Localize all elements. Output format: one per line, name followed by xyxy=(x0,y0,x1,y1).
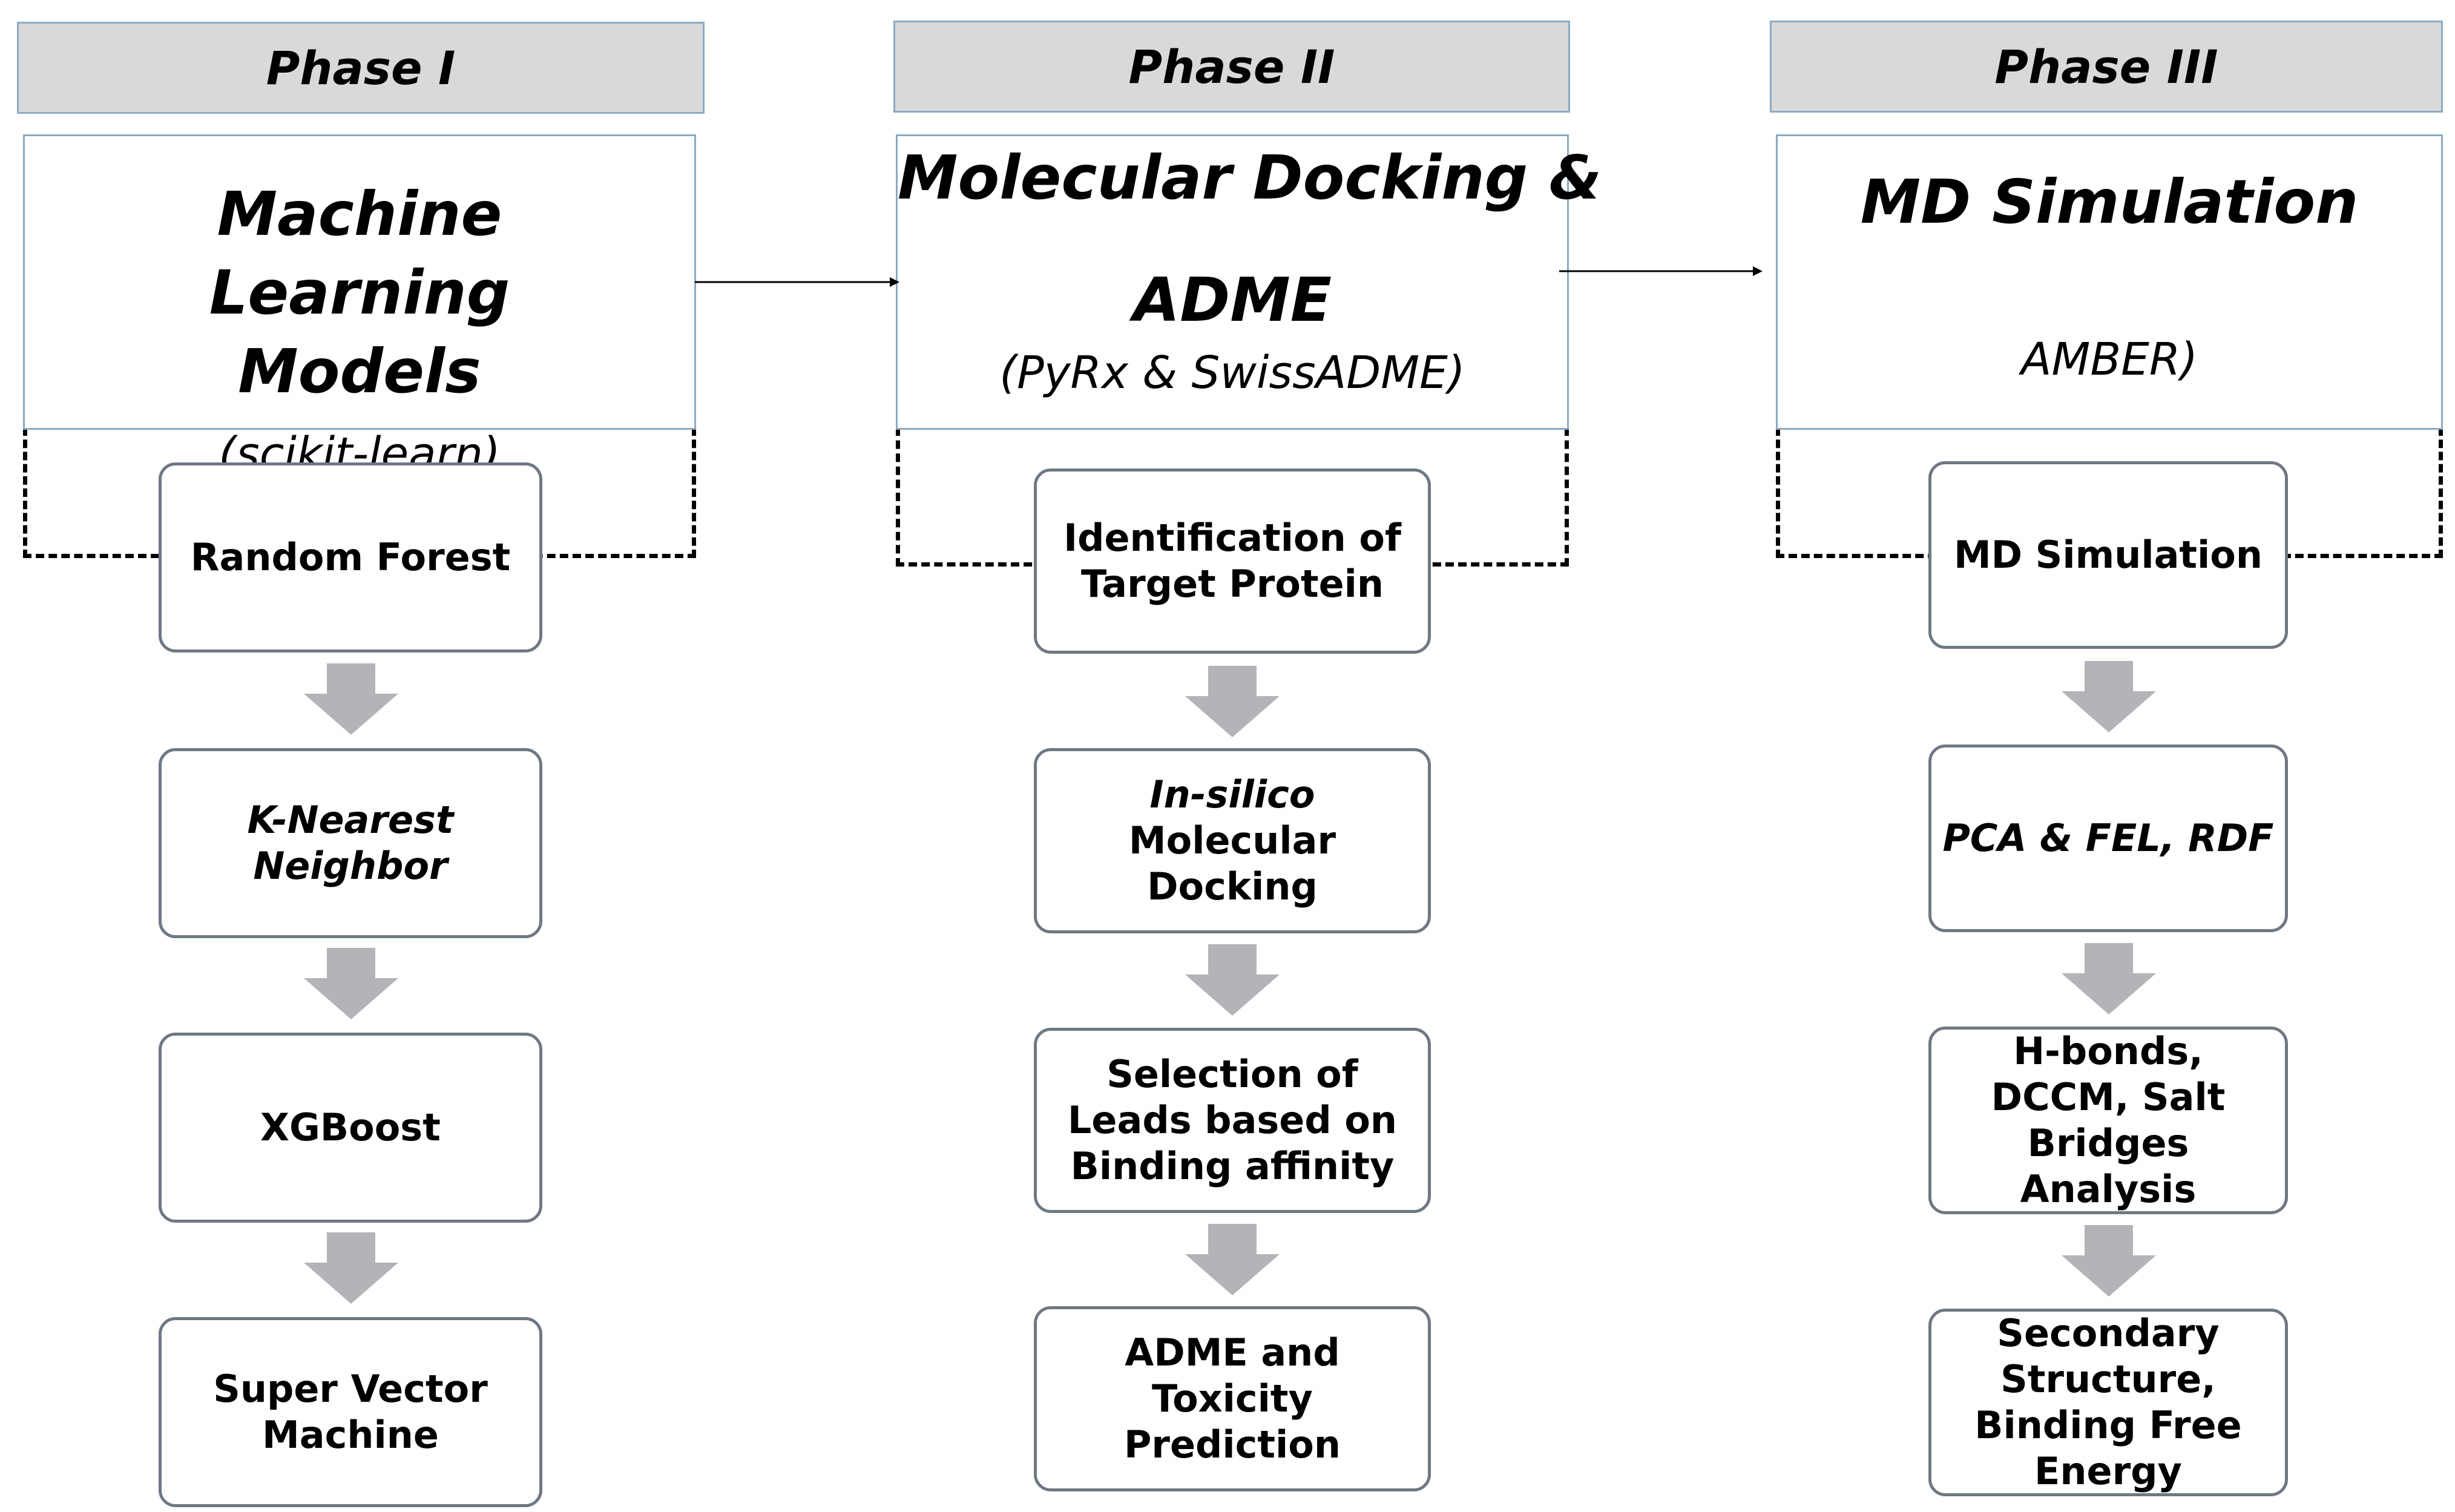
step-md-simulation: MD Simulation xyxy=(1928,461,2288,649)
down-arrow-icon xyxy=(304,1232,398,1304)
phase-1-header: Phase I xyxy=(17,22,705,114)
step-label: Molecular Docking xyxy=(1128,818,1336,909)
step-label: K-Nearest Neighbor xyxy=(247,798,454,888)
phase-3-header: Phase III xyxy=(1770,21,2443,113)
step-pca-fel-rdf: PCA & FEL, RDF xyxy=(1928,744,2288,932)
step-label: XGBoost xyxy=(260,1105,441,1149)
step-label-italic: In-silico xyxy=(1149,772,1315,817)
down-arrow-icon xyxy=(304,663,398,735)
step-selection-of-leads: Selection of Leads based on Binding affi… xyxy=(1034,1028,1431,1213)
step-k-nearest-neighbor: K-Nearest Neighbor xyxy=(159,748,542,938)
down-arrow-icon xyxy=(2062,661,2156,732)
right-arrow-icon xyxy=(1559,266,1763,276)
phase-2-subtitle: (PyRx & SwissADME) xyxy=(999,347,1465,399)
step-label: Selection of Leads based on Binding affi… xyxy=(1067,1052,1398,1188)
step-label: Random Forest xyxy=(190,535,511,579)
step-label: ADME and Toxicity Prediction xyxy=(1123,1330,1341,1467)
step-random-forest: Random Forest xyxy=(159,462,542,652)
down-arrow-icon xyxy=(304,948,398,1019)
step-hbonds-dccm-salt-bridges: H-bonds, DCCM, Salt Bridges Analysis xyxy=(1928,1027,2288,1214)
phase-3-title: MD Simulation xyxy=(1860,166,2359,237)
down-arrow-icon xyxy=(1185,666,1280,737)
step-adme-toxicity-prediction: ADME and Toxicity Prediction xyxy=(1034,1306,1431,1491)
down-arrow-icon xyxy=(2062,1225,2156,1297)
phase-1-header-label: Phase I xyxy=(266,41,456,95)
down-arrow-icon xyxy=(2062,943,2156,1014)
phase-2-title-line2: ADME xyxy=(1132,265,1332,335)
down-arrow-icon xyxy=(1185,944,1280,1016)
phase-2-title-box: Molecular Docking & ADME (PyRx & SwissAD… xyxy=(896,134,1602,430)
step-identification-of-target-protein: Identification of Target Protein xyxy=(1034,468,1431,654)
step-secondary-structure-binding-free-energy: Secondary Structure, Binding Free Energy xyxy=(1928,1309,2288,1496)
phase-2-header-label: Phase II xyxy=(1128,39,1335,94)
step-super-vector-machine: Super Vector Machine xyxy=(159,1317,542,1507)
phase-2-header: Phase II xyxy=(893,21,1570,113)
step-label: Super Vector Machine xyxy=(213,1367,488,1457)
phase-1-title: Machine Learning Models xyxy=(209,179,510,407)
phase-2-title-line1: Molecular Docking & xyxy=(898,142,1602,213)
phase-3-title-box: MD Simulation AMBER) xyxy=(1776,134,2443,430)
phase-3-header-label: Phase III xyxy=(1994,39,2218,94)
step-in-silico-molecular-docking: In-silico Molecular Docking xyxy=(1034,748,1431,933)
right-arrow-icon xyxy=(695,277,899,287)
down-arrow-icon xyxy=(1185,1224,1280,1295)
step-label: Identification of Target Protein xyxy=(1063,516,1401,606)
step-label: Secondary Structure, Binding Free Energy xyxy=(1974,1311,2242,1493)
step-xgboost: XGBoost xyxy=(159,1033,542,1223)
phase-1-title-box: Machine Learning Models (scikit-learn) xyxy=(23,134,696,480)
step-label: H-bonds, DCCM, Salt Bridges Analysis xyxy=(1991,1029,2226,1211)
step-label: MD Simulation xyxy=(1953,533,2263,577)
phase-3-subtitle: AMBER) xyxy=(2020,334,2198,386)
step-label: PCA & FEL, RDF xyxy=(1942,816,2274,860)
